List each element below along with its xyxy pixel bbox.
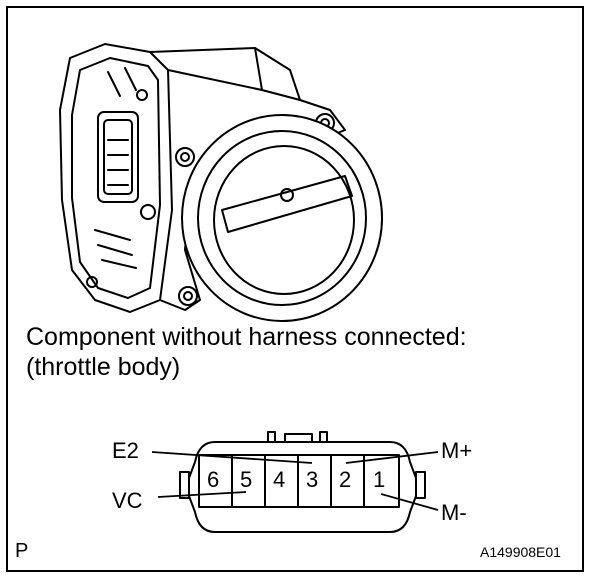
pin-3: 3 — [306, 467, 319, 492]
caption-line-2: (throttle body) — [26, 353, 181, 381]
e2-leader-line — [151, 451, 313, 464]
label-e2: E2 — [112, 438, 139, 463]
caption: Component without harness connected: (th… — [26, 322, 467, 382]
label-m-plus: M+ — [441, 438, 473, 463]
label-m-minus: M- — [441, 500, 467, 525]
label-vc: VC — [112, 488, 143, 513]
pin-5: 5 — [240, 467, 253, 492]
vc-leader-line — [157, 491, 247, 498]
pin-4: 4 — [273, 467, 286, 492]
pin-6: 6 — [207, 467, 220, 492]
pin-1: 1 — [373, 467, 386, 492]
figure-code: A149908E01 — [480, 544, 561, 560]
corner-mark: P — [15, 540, 29, 562]
m-plus-leader-line — [345, 451, 439, 464]
figure-frame — [6, 6, 584, 572]
pin-2: 2 — [339, 467, 352, 492]
m-minus-leader-line — [380, 493, 439, 511]
caption-line-1: Component without harness connected: — [26, 323, 467, 351]
